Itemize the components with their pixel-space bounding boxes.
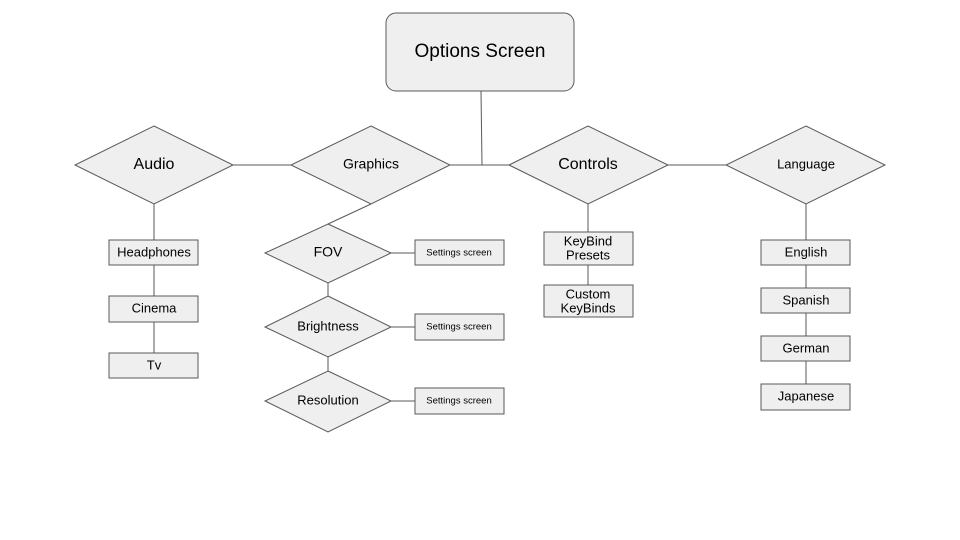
language-option-label: German	[783, 340, 830, 355]
category-language-label: Language	[777, 156, 835, 171]
category-controls: Controls	[507, 125, 670, 205]
language-option-german: German	[760, 335, 851, 362]
graphics-option-label: Brightness	[297, 318, 359, 333]
graphics-option-fov: FOV	[263, 223, 393, 284]
settings-screen-resolution: Settings screen	[414, 387, 505, 415]
audio-option-headphones: Headphones	[108, 239, 199, 266]
settings-screen-label: Settings screen	[426, 248, 491, 259]
language-option-label: English	[785, 244, 828, 259]
controls-option-custom-keybinds: Custom KeyBinds	[543, 284, 634, 318]
category-language: Language	[724, 125, 887, 205]
language-option-label: Spanish	[783, 292, 830, 307]
controls-option-label-line2: Presets	[566, 247, 611, 262]
audio-option-label: Cinema	[132, 300, 178, 315]
graphics-option-label: FOV	[314, 244, 343, 260]
settings-screen-label: Settings screen	[426, 322, 491, 333]
audio-option-label: Headphones	[117, 244, 191, 259]
language-option-spanish: Spanish	[760, 287, 851, 314]
language-option-japanese: Japanese	[760, 383, 851, 411]
edge-root-to-hub	[480, 90, 483, 166]
category-graphics: Graphics	[289, 125, 452, 205]
category-controls-label: Controls	[558, 156, 618, 173]
graphics-option-resolution: Resolution	[263, 370, 393, 433]
audio-option-cinema: Cinema	[108, 295, 199, 323]
category-audio: Audio	[73, 125, 235, 205]
settings-screen-label: Settings screen	[426, 396, 491, 407]
edge-graphics-fov	[327, 203, 372, 225]
root-node: Options Screen	[385, 12, 575, 92]
root-label: Options Screen	[415, 41, 546, 62]
category-graphics-label: Graphics	[343, 156, 399, 172]
controls-option-label-line1: Custom	[566, 286, 611, 301]
graphics-option-brightness: Brightness	[263, 295, 393, 358]
audio-option-tv: Tv	[108, 352, 199, 379]
controls-option-label-line1: KeyBind	[564, 233, 612, 248]
controls-option-label-line2: KeyBinds	[561, 300, 616, 315]
language-option-english: English	[760, 239, 851, 266]
graphics-option-label: Resolution	[297, 392, 358, 407]
connectors	[153, 90, 807, 402]
settings-screen-fov: Settings screen	[414, 239, 505, 266]
audio-option-label: Tv	[147, 357, 162, 372]
settings-screen-brightness: Settings screen	[414, 313, 505, 341]
category-audio-label: Audio	[134, 156, 175, 173]
controls-option-keybind-presets: KeyBind Presets	[543, 231, 634, 266]
language-option-label: Japanese	[778, 388, 834, 403]
